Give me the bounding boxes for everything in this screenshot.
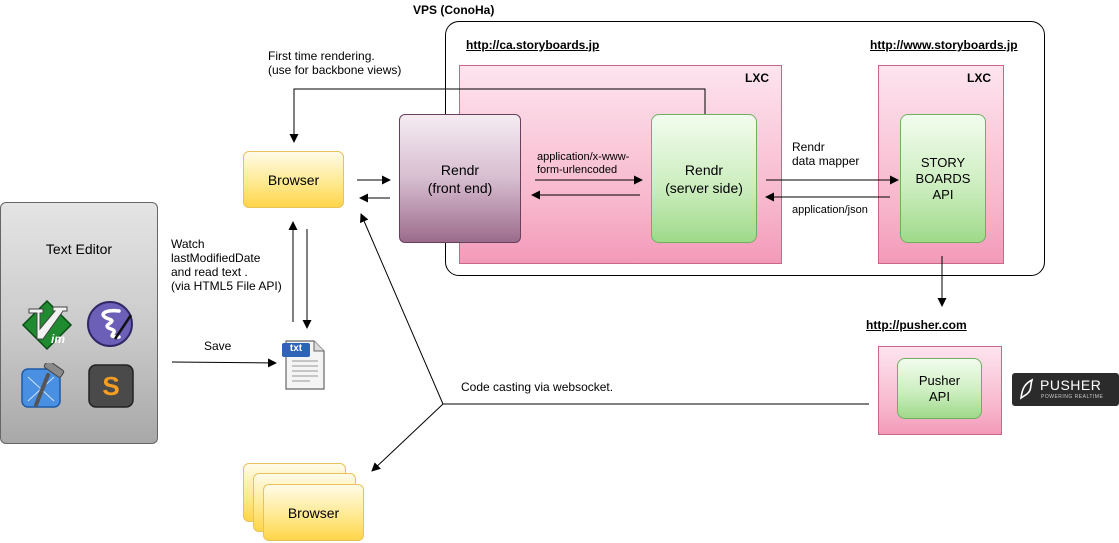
pusher-api-line-2: API	[929, 388, 950, 404]
svg-text:S: S	[102, 371, 119, 401]
domain-ca: http://ca.storyboards.jp	[466, 38, 600, 52]
rendr-front-title: Rendr	[440, 161, 480, 178]
save-arrow	[171, 358, 277, 368]
pusher-api-node: Pusher API	[897, 358, 982, 419]
websocket-to-bottom-browser-arrow	[371, 403, 444, 472]
form-urlencoded-note: application/x-www- form-urlencoded	[537, 151, 629, 177]
storyboards-api-node: STORY BOARDS API	[900, 114, 986, 243]
websocket-note: Code casting via websocket.	[461, 380, 614, 394]
vim-icon: im	[21, 299, 73, 351]
api-line-1: STORY	[920, 154, 966, 170]
first-render-arrow	[289, 88, 706, 143]
sublime-text-icon: S	[88, 364, 134, 408]
rendr-front-subtitle: (front end)	[427, 179, 493, 196]
rendr-mapper-note: Rendr data mapper	[792, 140, 859, 168]
svg-text:im: im	[51, 332, 65, 346]
emacs-icon	[87, 301, 133, 347]
browser-top-node: Browser	[243, 151, 344, 208]
first-render-note: First time rendering. (use for backbone …	[268, 49, 401, 77]
text-editor-title: Text Editor	[45, 241, 113, 257]
pusher-logo-mark-icon	[1019, 378, 1034, 400]
rendr-server-node: Rendr (server side)	[651, 114, 757, 243]
watch-line-1: Watch	[171, 237, 205, 251]
form-urlencoded-line-2: form-urlencoded	[537, 164, 618, 176]
pusher-logo: PUSHER POWERING REALTIME	[1012, 373, 1119, 406]
form-urlencoded-line-1: application/x-www-	[537, 151, 630, 163]
api-line-3: API	[932, 186, 954, 202]
lxc-label-ca: LXC	[745, 71, 769, 85]
text-file-icon	[282, 340, 325, 390]
xcode-icon	[21, 363, 65, 408]
pusher-logo-name: PUSHER	[1040, 377, 1102, 393]
first-render-line-1: First time rendering.	[268, 49, 375, 63]
vps-label: VPS (ConoHa)	[413, 3, 495, 17]
watch-note: Watch lastModifiedDate and read text . (…	[171, 237, 282, 293]
lxc-label-www: LXC	[967, 71, 991, 85]
domain-pusher: http://pusher.com	[866, 318, 967, 332]
browser-bottom-node: Browser	[263, 484, 364, 541]
watch-line-4: (via HTML5 File API)	[171, 279, 282, 293]
rendr-mapper-line-2: data mapper	[792, 154, 860, 168]
rendr-front-end-node: Rendr (front end)	[399, 114, 521, 243]
text-editor-node: Text Editor im S	[0, 202, 158, 444]
rendr-server-subtitle: (server side)	[665, 179, 743, 196]
first-render-line-2: (use for backbone views)	[268, 63, 402, 77]
rendr-server-title: Rendr	[684, 161, 724, 178]
pusher-logo-tagline: POWERING REALTIME	[1041, 394, 1104, 400]
domain-www: http://www.storyboards.jp	[870, 38, 1018, 52]
rendr-mapper-line-1: Rendr	[792, 140, 825, 154]
save-note: Save	[204, 339, 232, 353]
watch-line-2: lastModifiedDate	[171, 251, 261, 265]
watch-line-3: and read text .	[171, 265, 248, 279]
websocket-to-top-browser-arrow	[360, 213, 444, 405]
api-line-2: BOARDS	[915, 170, 971, 186]
json-note: application/json	[792, 204, 868, 216]
pusher-api-line-1: Pusher	[918, 372, 961, 388]
file-icon-label: txt	[289, 343, 303, 354]
